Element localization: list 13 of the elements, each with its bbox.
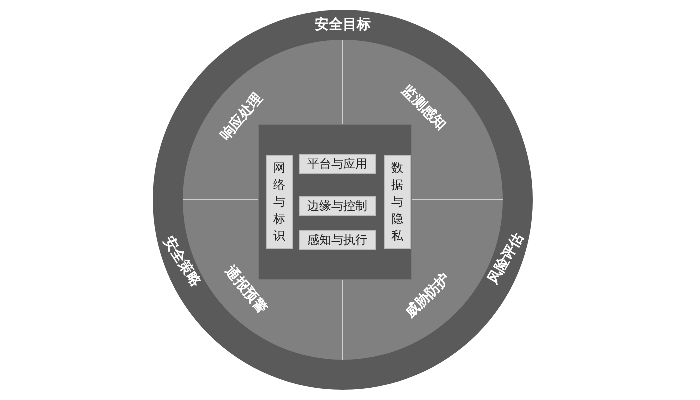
- ring-label: 安全目标: [315, 18, 371, 32]
- layer-box: 边缘与控制: [299, 196, 376, 216]
- quadrant-label: 通报预警: [222, 264, 270, 316]
- quadrant-label: 威胁防护: [403, 271, 453, 321]
- layer-box: 数据与隐私: [384, 155, 411, 249]
- quadrant-label: 监测感知: [399, 83, 449, 133]
- layer-box: 感知与执行: [299, 230, 376, 250]
- ring-label: 安全策略: [160, 234, 204, 290]
- quadrant-label: 响应处理: [218, 91, 266, 143]
- layer-box: 平台与应用: [299, 154, 376, 174]
- layer-box: 网络与标识: [266, 155, 293, 249]
- center-panel: [258, 124, 412, 280]
- ring-label: 风险评估: [486, 231, 526, 287]
